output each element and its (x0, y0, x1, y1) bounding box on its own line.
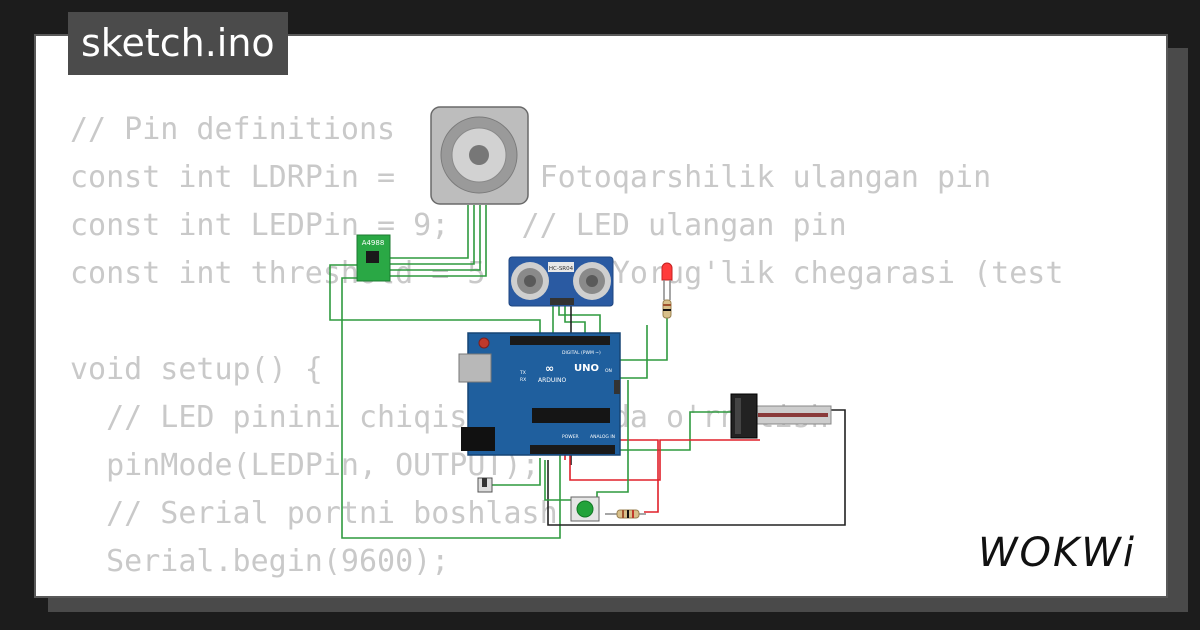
digital-label: DIGITAL (PWM ~) (562, 350, 601, 356)
board-label: UNO (574, 363, 599, 374)
code-line: // Pin definitions (70, 112, 396, 147)
rx-label: RX (520, 377, 526, 383)
board-brand-logo-icon: ∞ (545, 362, 554, 375)
analog-label: ANALOG IN (590, 434, 615, 440)
file-tab[interactable]: sketch.ino (68, 12, 288, 75)
wire-motor-2 (390, 205, 475, 265)
slide-switch[interactable] (477, 477, 493, 493)
a4988-driver[interactable]: A4988 (356, 234, 391, 282)
wire-motor-1 (390, 205, 469, 259)
on-label: ON (605, 368, 612, 374)
wire-motor-3 (390, 205, 481, 271)
code-line: const int LDRPin = // Fotoqarshilik ulan… (70, 160, 992, 195)
stepper-motor[interactable] (430, 106, 529, 205)
sensor-label: HC-SR04 (549, 266, 574, 272)
ultrasonic-sensor[interactable]: HC-SR04 (508, 256, 614, 307)
code-line: Serial.begin(9600); (70, 544, 450, 579)
driver-label: A4988 (362, 239, 385, 247)
wire-pot-signal (590, 411, 735, 451)
wire-driver-step (329, 264, 541, 340)
pushbutton[interactable] (570, 496, 600, 522)
board-brand: ARDUINO (538, 377, 567, 384)
red-led[interactable] (661, 262, 673, 319)
code-line: const int LEDPin = 9; // LED ulangan pin (70, 208, 847, 243)
code-line: } (70, 586, 1063, 596)
power-label: POWER (562, 434, 579, 440)
code-line: // Serial portni boshlash (70, 496, 558, 531)
wire-driver-gnd (341, 277, 561, 539)
logo-text: WOKWi (978, 530, 1136, 576)
wokwi-logo: WOKWi (978, 530, 1136, 576)
wire-sensor-3 (564, 305, 586, 340)
resistor[interactable] (605, 509, 646, 519)
code-editor: // Pin definitions const int LDRPin = // … (70, 106, 1063, 596)
wire-switch (488, 458, 541, 486)
wire-motor-4 (390, 205, 487, 277)
wire-pot-vcc (569, 439, 760, 481)
code-card: // Pin definitions const int LDRPin = // … (34, 34, 1168, 598)
slide-potentiometer[interactable] (730, 393, 832, 439)
tx-label: TX (519, 370, 526, 376)
arduino-uno[interactable]: ∞ UNO ARDUINO DIGITAL (PWM ~) POWER ANAL… (458, 332, 621, 456)
wire-sensor-2 (558, 305, 601, 340)
code-line: void setup() { (70, 352, 323, 387)
wires (329, 205, 846, 539)
